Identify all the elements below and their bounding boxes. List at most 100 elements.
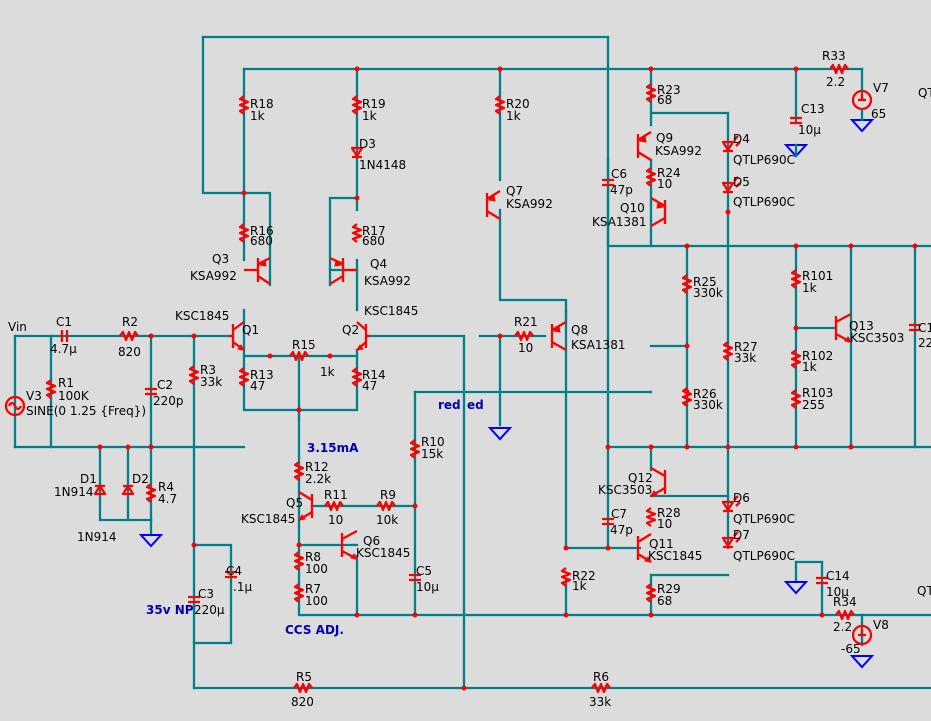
- r102-ref: R102: [802, 349, 833, 363]
- c4-ref: C4: [226, 564, 242, 578]
- r21-ref: R21: [514, 315, 538, 329]
- r20-value: 1k: [506, 109, 521, 123]
- capacitor-c5: [409, 573, 421, 582]
- qt-top-label: QT: [918, 86, 931, 100]
- net-label-vin: Vin: [8, 320, 27, 334]
- resistor-r27: [722, 341, 734, 361]
- resistor-r10: [409, 439, 421, 459]
- c1-ref: C1: [56, 315, 72, 329]
- transistor-q2: [356, 321, 370, 351]
- led-d7: [721, 531, 741, 549]
- r2-ref: R2: [122, 315, 138, 329]
- resistor-r12: [293, 461, 305, 481]
- q5-ref: Q5: [286, 496, 303, 510]
- q12-ref: Q12: [628, 471, 653, 485]
- labels: Vin C1 4.7µ R2 820 R1 100K V3 SINE(0 1.2…: [8, 49, 931, 709]
- r24-value: 10: [657, 177, 672, 191]
- r6-value: 33k: [589, 695, 611, 709]
- capacitor-c14: [816, 576, 828, 585]
- annotation-ed: ed: [467, 398, 484, 412]
- d3-value: 1N4148: [359, 158, 406, 172]
- capacitor-c2: [145, 387, 157, 396]
- resistor-r25: [681, 274, 693, 294]
- q2-ref: Q2: [342, 323, 359, 337]
- resistor-r26: [681, 387, 693, 407]
- ground-symbol: [783, 581, 809, 595]
- r28-ref: R28: [657, 506, 681, 520]
- r16-ref: R16: [250, 224, 274, 238]
- r34-value: 2.2: [833, 620, 852, 634]
- r16-value: 680: [250, 234, 273, 248]
- capacitor-c4: [225, 570, 237, 579]
- q6-value: KSC1845: [356, 546, 410, 560]
- q12-value: KSC3503: [598, 483, 652, 497]
- resistor-r21: [514, 330, 534, 342]
- resistor-r11: [324, 500, 344, 512]
- resistor-r5: [293, 682, 313, 694]
- r27-ref: R27: [734, 340, 758, 354]
- r15-ref: R15: [292, 338, 316, 352]
- d1-ref: D1: [80, 472, 97, 486]
- r23-value: 68: [657, 93, 672, 107]
- c2-ref: C2: [157, 378, 173, 392]
- led-d4: [721, 135, 741, 153]
- diode-d2: [121, 484, 135, 496]
- c1-value: 4.7µ: [50, 342, 77, 356]
- d6-value: QTLP690C: [733, 512, 795, 526]
- v7-ref: V7: [873, 81, 889, 95]
- r9-value: 10k: [376, 513, 398, 527]
- capacitor-c1: [60, 330, 69, 342]
- d5-ref: D5: [733, 175, 750, 189]
- annotation-red: red: [438, 398, 461, 412]
- r10-value: 15k: [421, 447, 443, 461]
- c4-value: .1µ: [233, 580, 252, 594]
- r18-value: 1k: [250, 109, 265, 123]
- r5-value: 820: [291, 695, 314, 709]
- r29-value: 68: [657, 594, 672, 608]
- v7-value: 65: [871, 107, 886, 121]
- resistor-r13: [238, 367, 250, 387]
- q4-ref: Q4: [370, 257, 387, 271]
- r101-ref: R101: [802, 269, 833, 283]
- c14-value: 10µ: [826, 585, 849, 599]
- c6-ref: C6: [611, 167, 627, 181]
- q8-ref: Q8: [571, 323, 588, 337]
- q9-ref: Q9: [656, 131, 673, 145]
- diode-d3: [350, 146, 364, 159]
- diode-d1: [93, 484, 107, 496]
- q2-value: KSC1845: [364, 304, 418, 318]
- resistor-r14: [351, 367, 363, 387]
- q9-value: KSA992: [655, 144, 702, 158]
- r7-value: 100: [305, 594, 328, 608]
- q3-value: KSA992: [190, 269, 237, 283]
- c5-ref: C5: [416, 564, 432, 578]
- r11-value: 10: [328, 513, 343, 527]
- resistor-r8: [293, 551, 305, 571]
- voltage-source-v3: [4, 395, 26, 417]
- c3-ref: C3: [198, 587, 214, 601]
- r12-value: 2.2k: [305, 472, 331, 486]
- r2-value: 820: [118, 345, 141, 359]
- r11-ref: R11: [324, 488, 348, 502]
- resistor-r17: [351, 223, 363, 243]
- annotation-current: 3.15mA: [307, 441, 359, 455]
- ground-symbol: [849, 119, 875, 133]
- resistor-r102: [790, 349, 802, 369]
- r3-ref: R3: [200, 363, 216, 377]
- resistor-r103: [790, 389, 802, 409]
- r20-ref: R20: [506, 97, 530, 111]
- r22-value: 1k: [572, 579, 587, 593]
- resistor-r4: [145, 483, 157, 503]
- resistor-r18: [238, 95, 250, 115]
- c3-value: 220µ: [194, 603, 225, 617]
- ground-symbol: [849, 655, 875, 669]
- c5-value: 10µ: [416, 580, 439, 594]
- ground-symbol: [487, 427, 513, 441]
- r17-ref: R17: [362, 224, 386, 238]
- r23-ref: R23: [657, 83, 681, 97]
- r8-ref: R8: [305, 550, 321, 564]
- c1x-value: 22: [918, 336, 931, 350]
- r18-ref: R18: [250, 97, 274, 111]
- resistor-r101: [790, 269, 802, 289]
